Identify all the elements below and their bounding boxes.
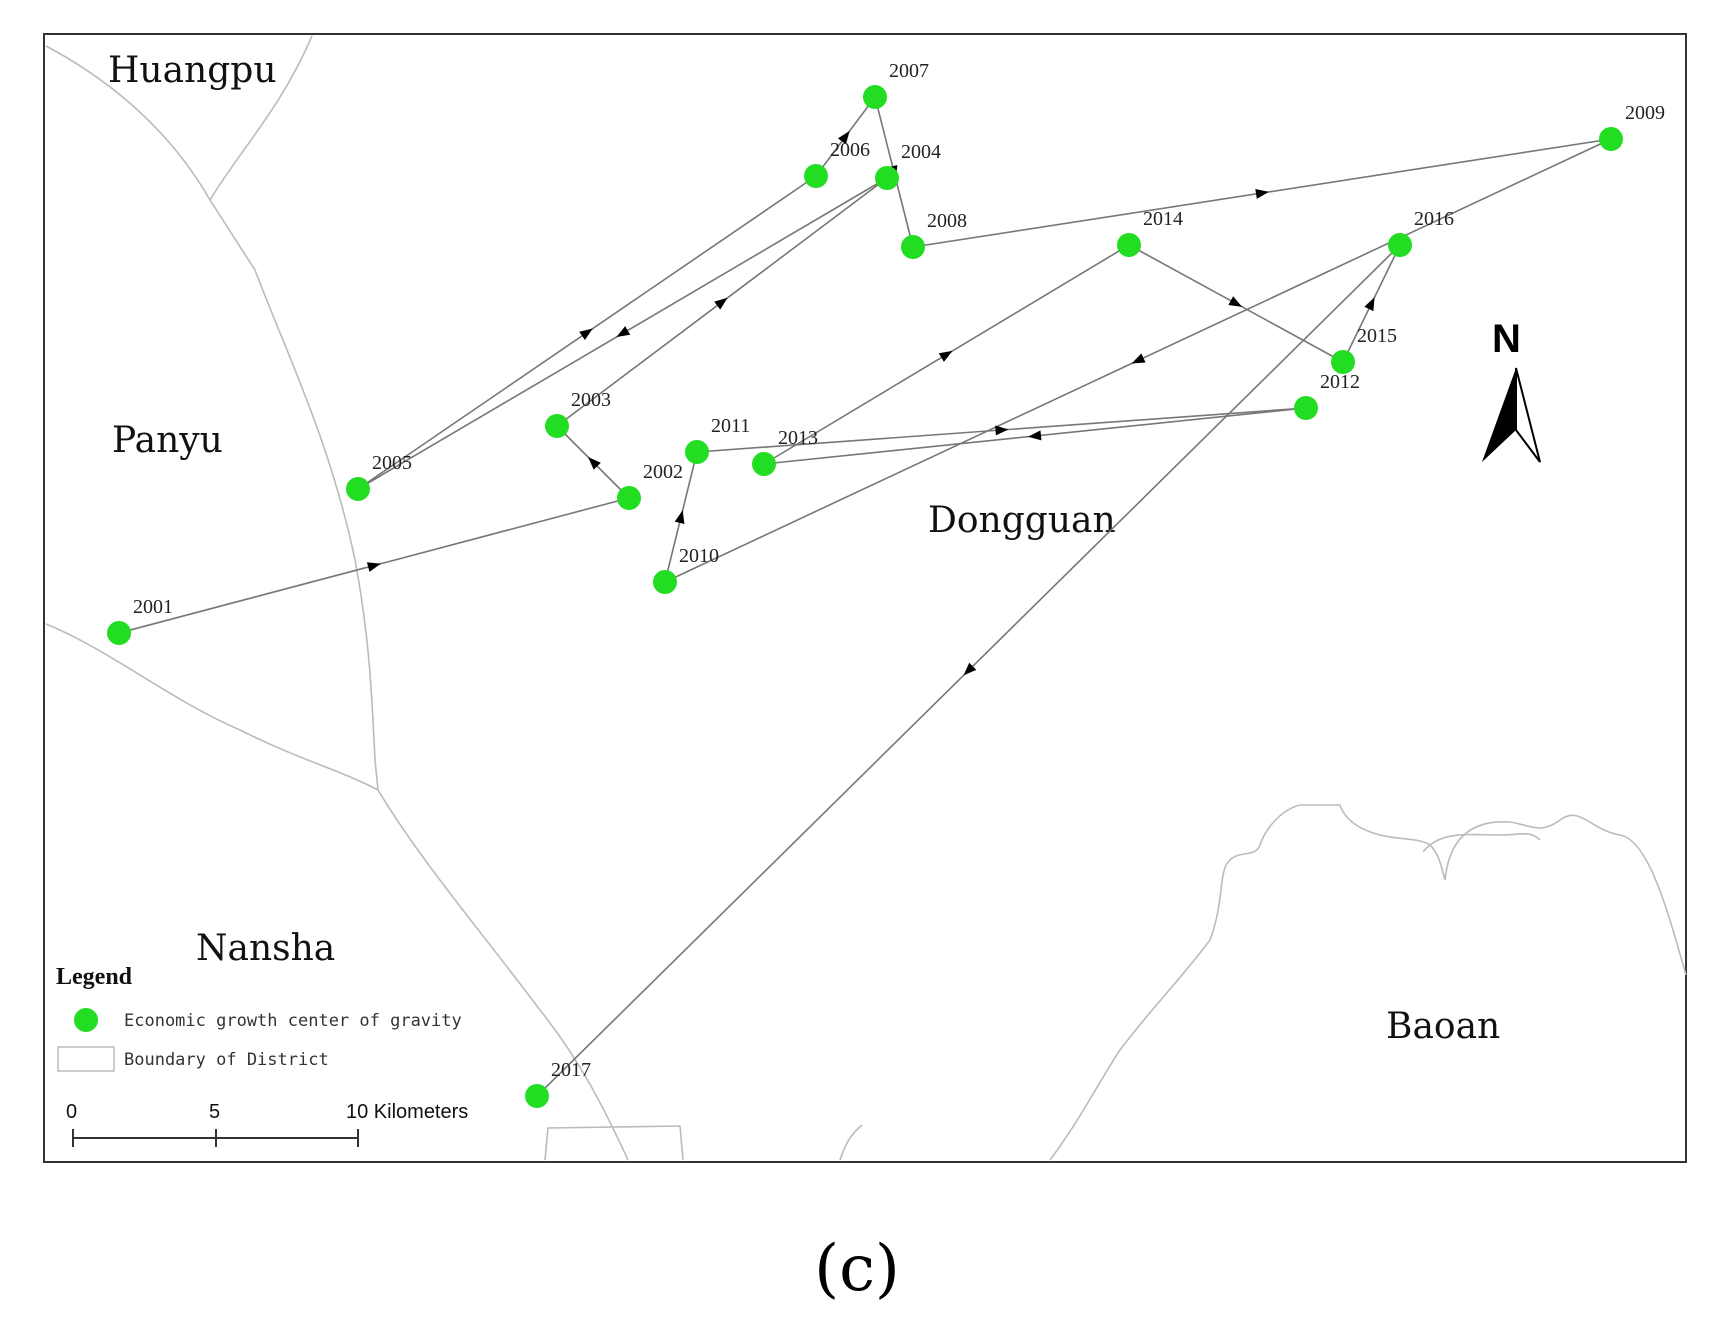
- gravity-center-2013: [752, 452, 776, 476]
- scale-tick-label-10: 10 Kilometers: [346, 1101, 468, 1123]
- gravity-center-2016: [1388, 233, 1412, 257]
- legend-point-label: Economic growth center of gravity: [124, 1011, 462, 1031]
- direction-arrow-2013-2014: [938, 350, 953, 362]
- year-label-2010: 2010: [679, 545, 719, 567]
- direction-arrow-2009-2010: [1131, 353, 1146, 364]
- boundary-baoan-inlet: [1422, 832, 1541, 853]
- gravity-center-2003: [545, 414, 569, 438]
- year-label-2002: 2002: [643, 461, 683, 483]
- gravity-center-points: 2001 2002 2003 2004 2005 2006 2007 2008 2009 2010…: [107, 60, 1665, 1108]
- legend-point-symbol: [74, 1008, 98, 1032]
- year-label-2013: 2013: [778, 427, 818, 449]
- year-label-2005: 2005: [372, 452, 412, 474]
- boundary-panyu-nansha: [45, 623, 379, 791]
- gravity-center-2010: [653, 570, 677, 594]
- map-frame: [43, 33, 1687, 1163]
- direction-arrow-2011-2012: [995, 425, 1009, 436]
- gravity-center-2011: [685, 440, 709, 464]
- year-label-2012: 2012: [1320, 371, 1360, 393]
- year-label-2011: 2011: [711, 415, 750, 437]
- district-label-nansha: Nansha: [196, 928, 335, 969]
- boundary-south-block: [544, 1125, 684, 1161]
- direction-arrow-2016-2017: [963, 662, 977, 676]
- legend-title: Legend: [56, 964, 133, 990]
- legend: Legend Economic growth center of gravity…: [56, 964, 462, 1072]
- gravity-center-2012: [1294, 396, 1318, 420]
- district-label-huangpu: Huangpu: [108, 50, 277, 91]
- gravity-center-2015: [1331, 350, 1355, 374]
- direction-arrow-2008-2009: [1255, 188, 1269, 199]
- direction-arrow-2004-2005: [616, 326, 631, 338]
- gravity-center-2014: [1117, 233, 1141, 257]
- district-label-baoan: Baoan: [1386, 1006, 1500, 1047]
- trajectory-path: [118, 96, 1612, 1097]
- figure-caption: (c): [814, 1232, 900, 1306]
- year-label-2008: 2008: [927, 210, 967, 232]
- year-label-2007: 2007: [889, 60, 929, 82]
- year-label-2004: 2004: [901, 141, 941, 163]
- scale-tick-label-0: 0: [66, 1101, 77, 1123]
- district-boundaries: [45, 35, 1687, 1161]
- north-arrow-right-half: [1515, 367, 1541, 463]
- direction-arrow-2002-2003: [588, 457, 601, 470]
- scale-bar: 0 5 10 Kilometers: [66, 1101, 468, 1147]
- gravity-center-2009: [1599, 127, 1623, 151]
- boundary-south-spur: [839, 1124, 863, 1161]
- north-arrow: N: [1482, 317, 1541, 463]
- direction-arrow-2010-2011: [674, 510, 685, 525]
- gravity-center-2007: [863, 85, 887, 109]
- direction-arrow-2003-2004: [714, 297, 728, 310]
- year-label-2009: 2009: [1625, 102, 1665, 124]
- year-label-2015: 2015: [1357, 325, 1397, 347]
- district-label-dongguan: Dongguan: [928, 500, 1116, 541]
- direction-arrow-2006-2007: [837, 130, 850, 145]
- direction-arrow-2001-2002: [366, 562, 381, 572]
- north-arrow-left-half: [1482, 368, 1516, 462]
- year-label-2014: 2014: [1143, 208, 1183, 230]
- gravity-center-2002: [617, 486, 641, 510]
- gravity-center-2005: [346, 477, 370, 501]
- gravity-center-2001: [107, 621, 131, 645]
- north-label: N: [1492, 317, 1521, 361]
- boundary-huangpu: [209, 35, 313, 201]
- legend-boundary-label: Boundary of District: [124, 1050, 329, 1070]
- gravity-center-2008: [901, 235, 925, 259]
- direction-arrow-2012-2013: [1028, 430, 1042, 441]
- scale-tick-label-5: 5: [209, 1101, 220, 1123]
- year-label-2003: 2003: [571, 389, 611, 411]
- gravity-center-2004: [875, 166, 899, 190]
- boundary-nansha-east: [377, 789, 629, 1161]
- year-label-2006: 2006: [830, 139, 870, 161]
- year-label-2016: 2016: [1414, 208, 1454, 230]
- direction-arrow-2005-2006: [579, 328, 593, 341]
- boundary-panyu-east: [45, 45, 379, 791]
- district-label-panyu: Panyu: [112, 420, 223, 461]
- year-label-2017: 2017: [551, 1059, 591, 1081]
- gravity-center-2017: [525, 1084, 549, 1108]
- legend-boundary-symbol: [57, 1046, 115, 1072]
- gravity-center-2006: [804, 164, 828, 188]
- year-label-2001: 2001: [133, 596, 173, 618]
- direction-arrow-2014-2015: [1228, 296, 1243, 307]
- boundary-baoan-coast: [1049, 804, 1687, 1161]
- direction-arrow-2015-2016: [1364, 297, 1375, 312]
